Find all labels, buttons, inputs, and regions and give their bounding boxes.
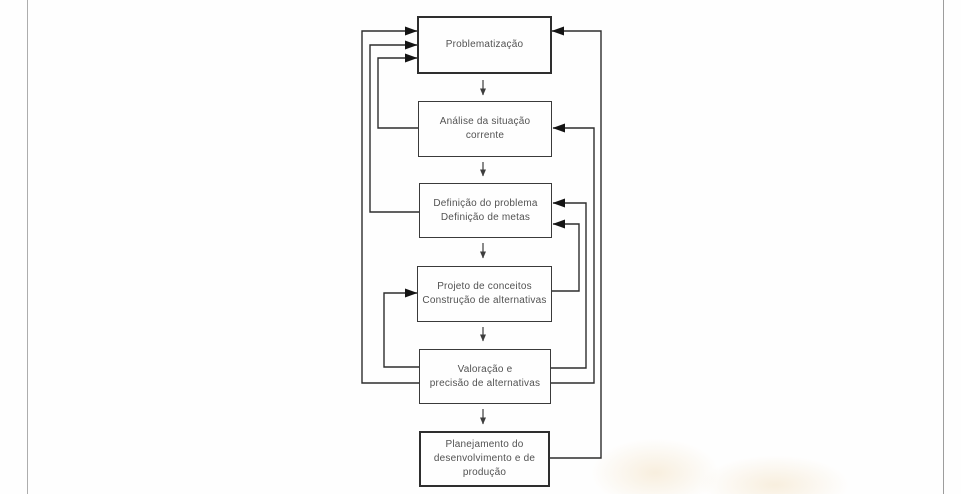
- node-projeto-conceitos: Projeto de conceitos Construção de alter…: [417, 266, 552, 322]
- node-valoracao: Valoração e precisão de alternativas: [419, 349, 551, 404]
- node-analise-situacao: Análise da situação corrente: [418, 101, 552, 157]
- feedback-projeto-to-definicao: [551, 219, 580, 292]
- right-feedback-loops: [549, 26, 602, 459]
- feedback-analise-to-problematizacao: [377, 53, 419, 129]
- node-label: Valoração e precisão de alternativas: [429, 363, 541, 389]
- node-label: Planejamento do desenvolvimento e de pro…: [433, 439, 536, 478]
- feedback-definicao-to-problematizacao: [369, 40, 420, 213]
- feedback-valoracao-to-problematizacao: [361, 26, 420, 384]
- node-problematizacao: Problematização: [417, 16, 552, 74]
- feedback-valoracao-to-analise: [550, 123, 595, 384]
- feedback-planejamento-to-problematizacao: [549, 26, 602, 459]
- node-planejamento: Planejamento do desenvolvimento e de pro…: [419, 431, 550, 487]
- left-feedback-loops: [361, 26, 420, 384]
- page-edge-line-left: [27, 0, 28, 494]
- node-label: Problematização: [445, 39, 524, 50]
- feedback-valoracao-to-definicao: [550, 198, 587, 369]
- node-label: Análise da situação corrente: [439, 116, 531, 141]
- page-edge-line-right: [943, 0, 944, 494]
- node-definicao: Definição do problema Definição de metas: [419, 183, 552, 238]
- node-label: Projeto de conceitos Construção de alter…: [422, 281, 547, 306]
- feedback-valoracao-to-projeto: [383, 288, 420, 368]
- node-label: Definição do problema Definição de metas: [433, 197, 538, 223]
